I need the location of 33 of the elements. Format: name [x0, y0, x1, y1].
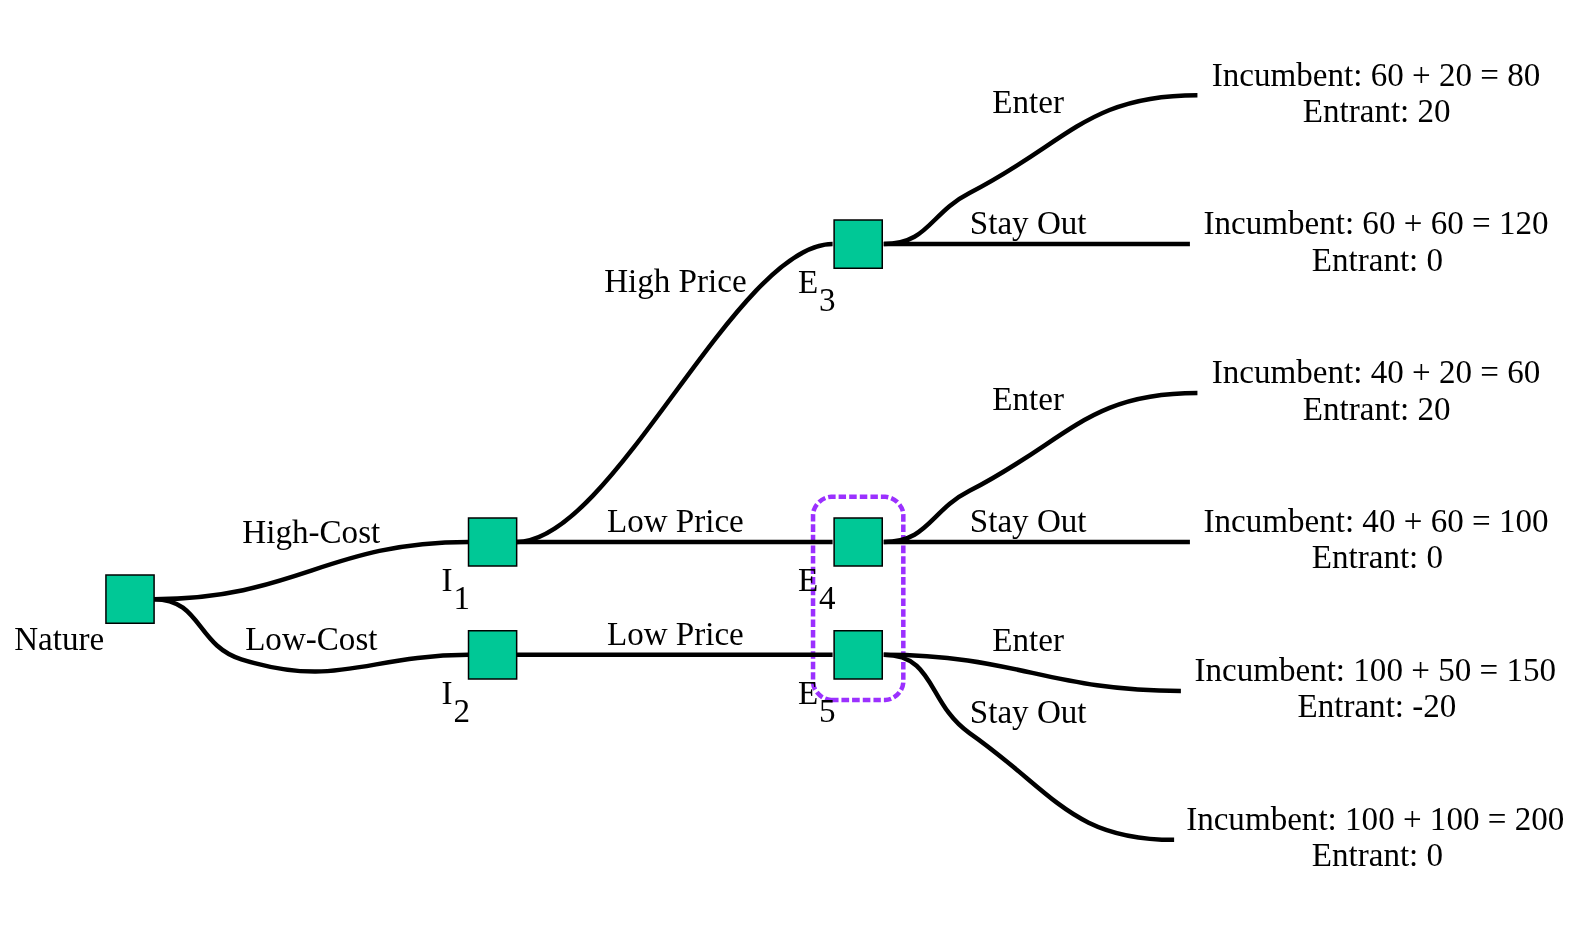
connector [516, 241, 834, 545]
node-box [105, 574, 155, 624]
node-box [833, 517, 883, 567]
edge-label: Stay Out [969, 503, 1087, 540]
node-box [833, 219, 883, 269]
node-box [467, 630, 518, 680]
connector [883, 241, 1190, 247]
node-text: Incumbent: 40 + 20 = 60 Entrant: 20 [1211, 354, 1541, 427]
connector [883, 539, 1190, 545]
node-label: Nature [14, 620, 105, 657]
edge-label: Low-Cost [245, 620, 378, 657]
edge-label: Stay Out [969, 694, 1087, 731]
node-box [467, 517, 518, 567]
edge-label: Low Price [606, 503, 744, 540]
edge-label: High-Cost [242, 513, 381, 550]
connector [516, 652, 833, 658]
connector [883, 92, 1198, 247]
edge-label: Enter [992, 622, 1064, 659]
edge-label: Enter [992, 83, 1064, 120]
edge-label: Stay Out [969, 205, 1087, 242]
node-text: Incumbent: 60 + 20 = 80 Entrant: 20 [1211, 56, 1541, 129]
node-text: Incumbent: 100 + 50 = 150 Entrant: -20 [1194, 652, 1557, 725]
node-text: Incumbent: 60 + 60 = 120 Entrant: 0 [1203, 205, 1549, 278]
connector [153, 596, 469, 674]
node-text: Incumbent: 100 + 100 = 200 Entrant: 0 [1186, 801, 1565, 874]
edge-label: Enter [992, 381, 1064, 418]
connector [883, 390, 1198, 545]
connector [516, 539, 833, 545]
node-text: Incumbent: 40 + 60 = 100 Entrant: 0 [1203, 503, 1549, 576]
edge-label: Low Price [606, 616, 744, 653]
node-box [833, 630, 883, 680]
connector [883, 652, 1175, 843]
edge-label: High Price [604, 262, 747, 299]
